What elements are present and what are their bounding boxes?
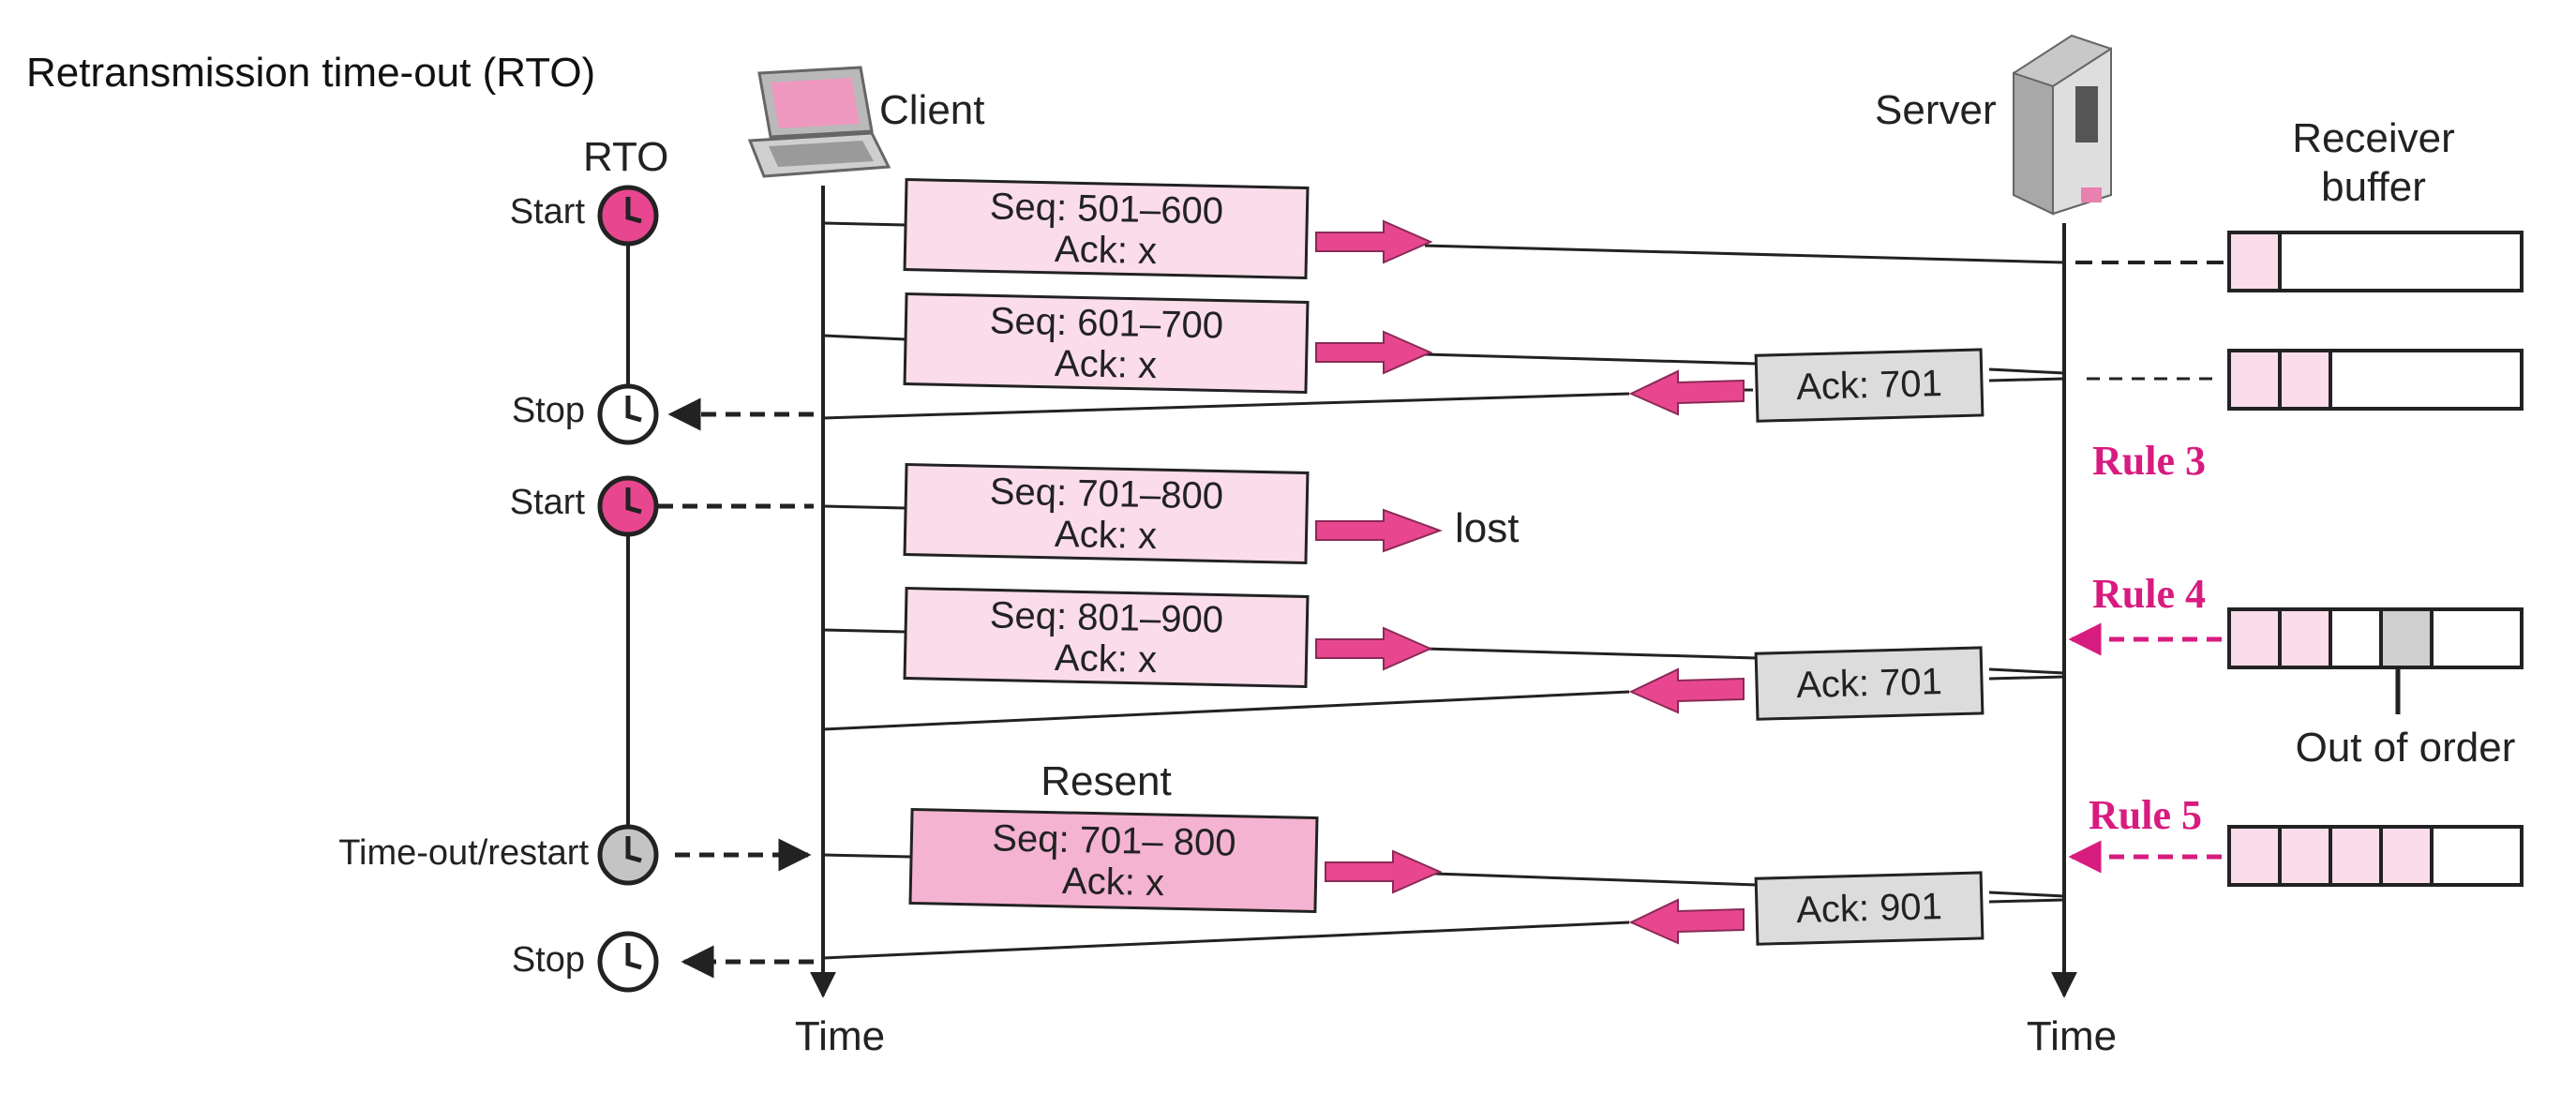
arrow-left-icon [1628,898,1745,945]
arrow-right-icon [1325,849,1443,894]
rule-4-label: Rule 4 [2092,571,2206,617]
rule-5-label: Rule 5 [2089,792,2202,838]
arrow-left-icon [1628,369,1745,416]
rule-3-label: Rule 3 [2092,438,2206,484]
ack-1-label: Ack: 701 [1796,363,1943,408]
lost-label: lost [1455,505,1519,551]
receiver-buffer-2 [2087,349,2524,411]
segment-2-seq: Seq: 601–700 [989,300,1223,346]
laptop-icon [747,66,891,178]
segment-4-box: Seq: 801–900 Ack: x [903,586,1310,689]
segment-1-box: Seq: 501–600 Ack: x [903,177,1310,280]
segment-3-seq: Seq: 701–800 [989,471,1223,517]
segment-2-line [822,334,906,341]
segment-3-box: Seq: 701–800 Ack: x [903,462,1310,565]
ack-1-line [822,392,1630,420]
segment-5-seq: Seq: 701– 800 [992,817,1236,863]
ack-3-line [1988,898,2065,904]
arrow-right-icon [1315,626,1433,671]
resent-label: Resent [1041,758,1171,804]
out-of-order-label: Out of order [2296,725,2516,771]
segment-1-line [1424,244,2065,264]
segment-1-line [822,221,906,227]
segment-5-box: Seq: 701– 800 Ack: x [908,807,1319,914]
clock-icon [597,475,659,537]
diagram-title: Retransmission time-out (RTO) [26,50,595,96]
server-tower-icon [2013,34,2112,216]
clock-icon [597,383,659,445]
timer-event-stop-2: Stop [512,940,585,980]
arrow-right-icon [1315,508,1443,553]
segment-4-line [822,628,906,634]
segment-4-seq: Seq: 801–900 [989,594,1223,640]
timer-event-start-1: Start [510,192,586,232]
segment-2-line [1988,367,2065,375]
ack-1-line [1988,377,2065,382]
ack-3-box: Ack: 901 [1754,871,1984,946]
timer-event-stop-1: Stop [512,391,585,430]
arrow-left-icon [1628,667,1745,714]
segment-5-line [1433,872,1758,887]
clock-icon [597,824,659,886]
segment-4-line [1988,667,2065,675]
ack-2-label: Ack: 701 [1796,661,1943,706]
segment-3-ack: Ack: x [1055,514,1158,557]
client-label: Client [879,87,985,133]
receiver-buffer-1 [2075,231,2524,292]
rto-label: RTO [583,134,668,180]
segment-4-ack: Ack: x [1055,637,1158,681]
segment-4-line [1424,647,1758,660]
ack-2-line [1988,675,2065,681]
ack-3-label: Ack: 901 [1796,886,1943,931]
ack-2-box: Ack: 701 [1754,646,1984,721]
segment-2-ack: Ack: x [1055,343,1158,386]
ack-3-line [822,921,1630,960]
receiver-buffer-label-line1: Receiver [2292,115,2455,161]
segment-3-line [822,504,906,510]
receiver-buffer-3 [2227,607,2524,714]
segment-5-ack: Ack: x [1062,861,1165,904]
receiver-buffer-label-line2: buffer [2321,164,2426,210]
server-time-label: Time [2027,1013,2117,1059]
clock-icon [597,185,659,247]
server-label: Server [1875,87,1997,133]
arrow-right-icon [1315,219,1433,264]
segment-1-seq: Seq: 501–600 [989,186,1223,232]
segment-5-line [1988,891,2065,898]
segment-2-box: Seq: 601–700 Ack: x [903,292,1310,395]
timer-event-timeout-restart: Time-out/restart [338,833,589,873]
clock-icon [597,931,659,993]
segment-1-ack: Ack: x [1055,229,1158,272]
timer-event-start-2: Start [510,483,586,522]
ack-2-line [822,690,1630,731]
segment-5-line [822,853,912,859]
ack-1-box: Ack: 701 [1754,348,1984,423]
receiver-buffer-4 [2227,825,2524,887]
client-time-label: Time [795,1013,885,1059]
arrow-right-icon [1315,330,1433,375]
segment-2-line [1424,352,1758,366]
